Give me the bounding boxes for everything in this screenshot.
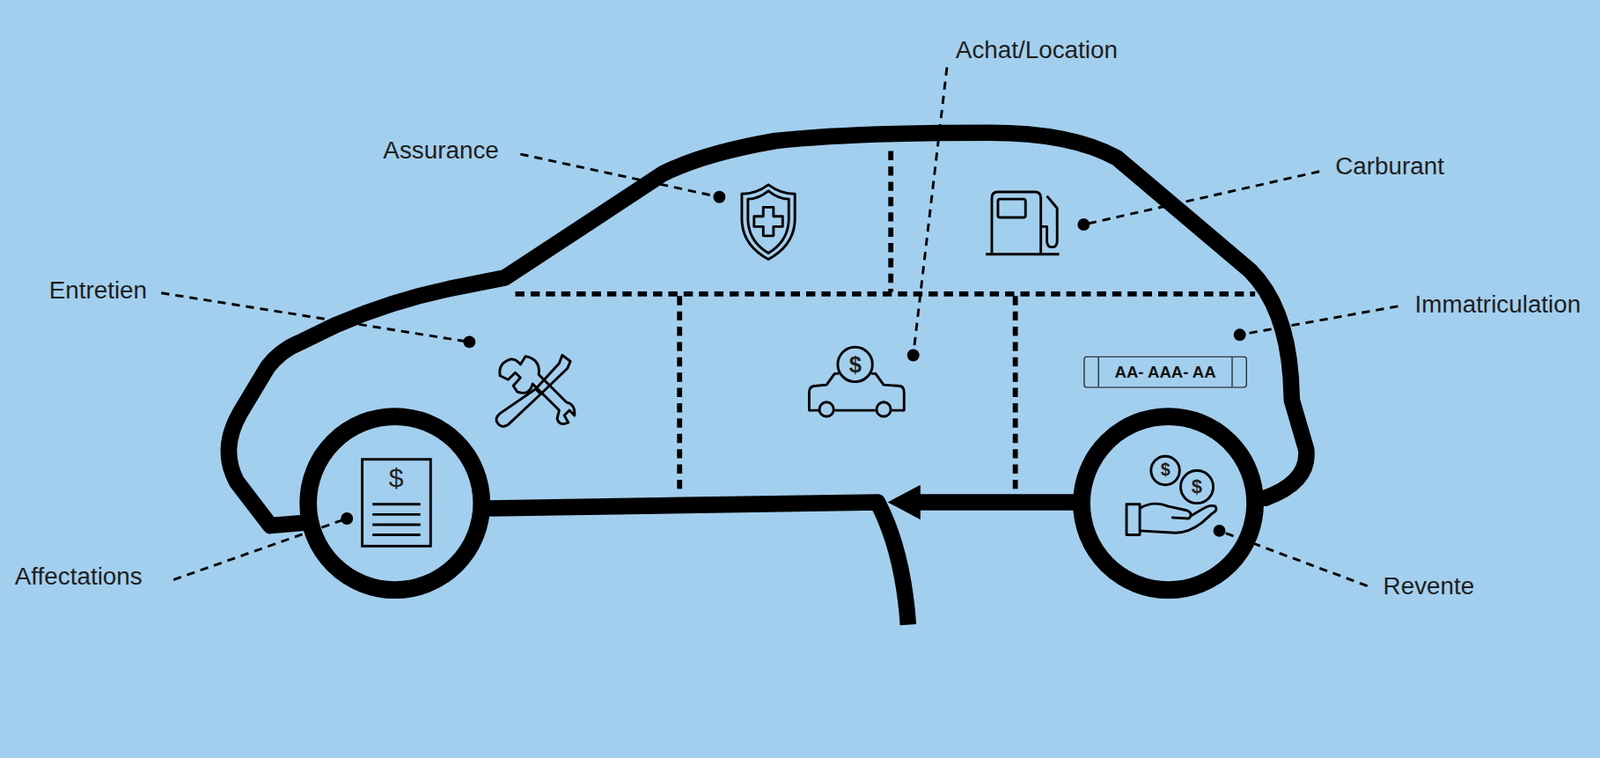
compartment-lines xyxy=(515,151,1256,496)
currency-symbol: $ xyxy=(1191,475,1203,498)
front-wheel xyxy=(308,416,482,590)
callout-label: Achat/Location xyxy=(955,36,1118,65)
return-arrow-line xyxy=(913,493,1078,511)
tools-icon xyxy=(496,354,575,426)
hand-coins-icon xyxy=(1126,455,1217,535)
plate-band xyxy=(1098,357,1100,388)
callout-label: Immatriculation xyxy=(1415,289,1582,318)
arrow-head xyxy=(888,484,921,520)
licence-plate: AA- AAA- AA xyxy=(1083,356,1248,389)
fuel-pump-icon xyxy=(985,191,1059,255)
currency-symbol: $ xyxy=(388,462,404,494)
leader-lines xyxy=(161,67,1398,587)
callout-label: Carburant xyxy=(1335,152,1445,181)
invoice-icon xyxy=(362,459,432,547)
callout-label: Revente xyxy=(1383,571,1476,600)
plate-band xyxy=(1231,357,1233,388)
callout-label: Entretien xyxy=(49,275,147,304)
shield-icon xyxy=(741,184,795,260)
sill-line xyxy=(487,501,909,624)
callout-label: Affectations xyxy=(14,562,143,591)
plate-number: AA- AAA- AA xyxy=(1115,362,1217,382)
currency-symbol: $ xyxy=(1160,460,1171,481)
callout-label: Assurance xyxy=(382,135,499,164)
car-price-icon xyxy=(808,346,904,417)
rear-wheel xyxy=(1081,416,1256,590)
currency-symbol: $ xyxy=(849,351,862,377)
